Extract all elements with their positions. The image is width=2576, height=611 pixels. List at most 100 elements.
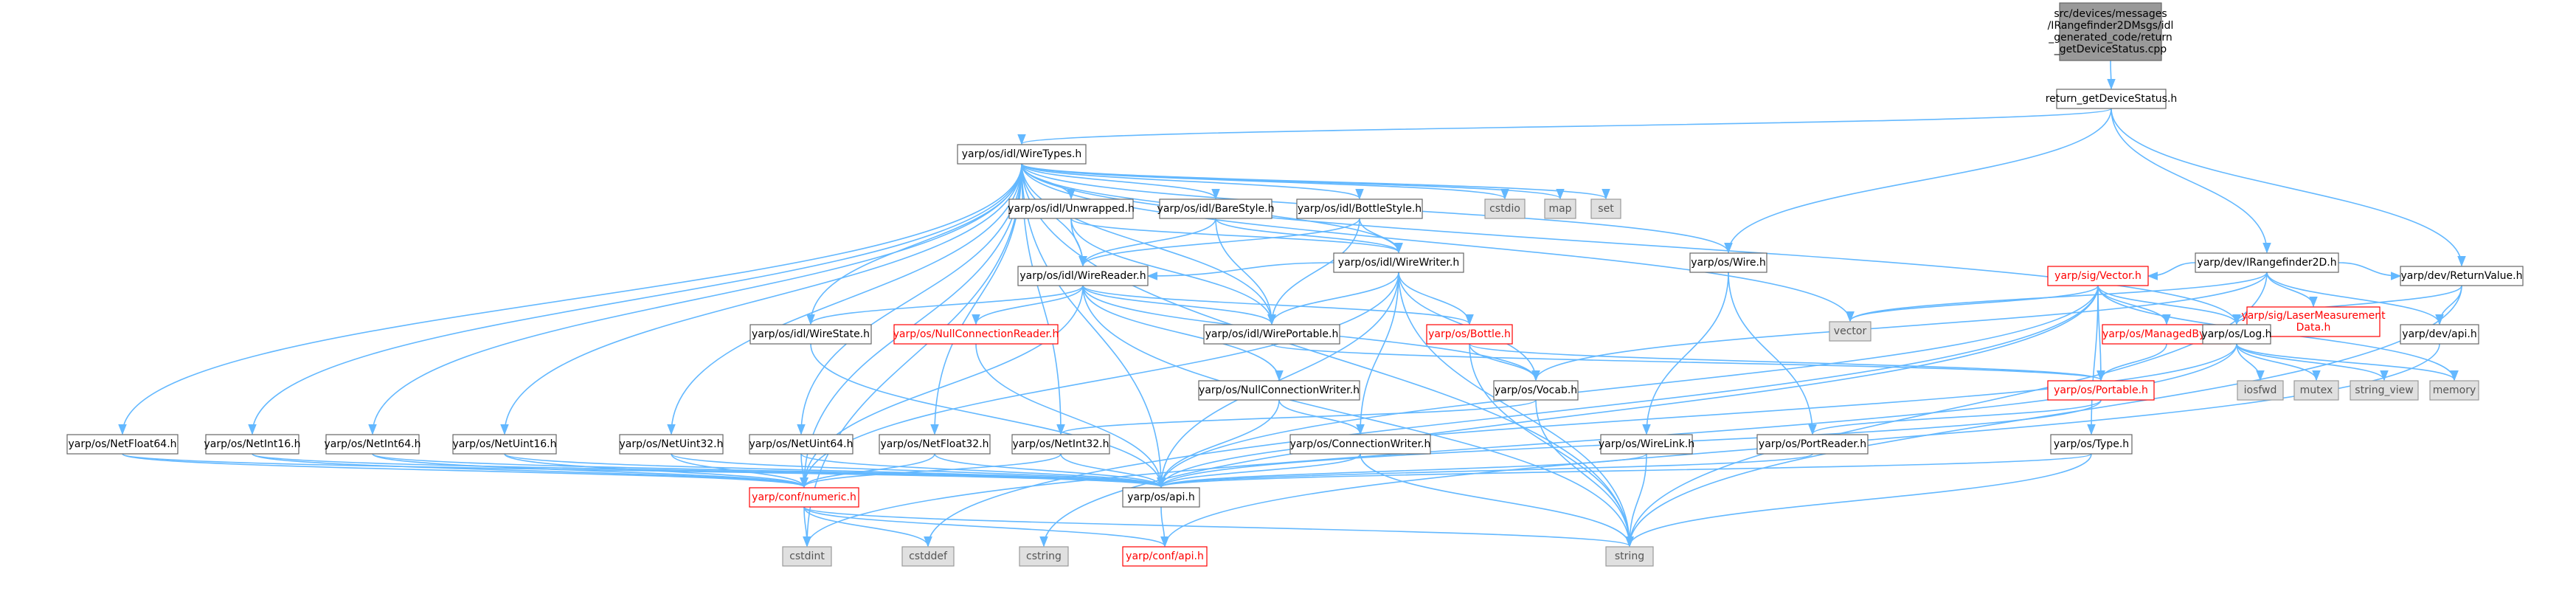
node-string_view: string_view bbox=[2350, 380, 2419, 401]
node-irange[interactable]: yarp/dev/IRangefinder2D.h bbox=[2195, 252, 2339, 273]
node-vector: vector bbox=[1829, 321, 1872, 342]
edge-wirereader-to-wirestate bbox=[806, 285, 1084, 325]
edge-wiretypes-to-netint16 bbox=[248, 163, 1022, 435]
node-netuint64[interactable]: yarp/os/NetUint64.h bbox=[749, 434, 854, 455]
edge-sigvector-to-type bbox=[2087, 285, 2099, 435]
node-box bbox=[1289, 434, 1431, 455]
edge-netint64-to-numeric bbox=[372, 453, 809, 489]
edge-wiretypes-to-netfloat64 bbox=[118, 163, 1022, 435]
node-label: /IRangefinder2DMsgs/idl bbox=[2048, 20, 2174, 32]
node-nullconnreader[interactable]: yarp/os/NullConnectionReader.h bbox=[893, 324, 1059, 345]
node-label: yarp/os/idl/Unwrapped.h bbox=[1008, 203, 1135, 215]
node-cstring: cstring bbox=[1019, 546, 1069, 567]
edge-sigvector-to-log bbox=[2097, 285, 2241, 325]
edge-wirewriter-to-bottle bbox=[1398, 272, 1474, 325]
node-label: yarp/conf/numeric.h bbox=[752, 491, 856, 503]
edge-ret-to-retval bbox=[2111, 108, 2466, 267]
node-label: return_getDeviceStatus.h bbox=[2046, 93, 2178, 105]
edge-wirewriter-to-wireportable bbox=[1267, 272, 1399, 325]
node-vocab[interactable]: yarp/os/Vocab.h bbox=[1493, 380, 1579, 401]
edge-irange-to-retval bbox=[2338, 262, 2402, 280]
node-netuint16[interactable]: yarp/os/NetUint16.h bbox=[452, 434, 557, 455]
node-ret[interactable]: return_getDeviceStatus.h bbox=[2046, 89, 2178, 109]
node-root[interactable]: src/devices/messages/IRangefinder2DMsgs/… bbox=[2048, 2, 2174, 61]
node-retval[interactable]: yarp/dev/ReturnValue.h bbox=[2400, 266, 2524, 286]
node-box bbox=[1122, 487, 1200, 508]
node-numeric[interactable]: yarp/conf/numeric.h bbox=[749, 487, 859, 508]
node-box bbox=[957, 144, 1087, 165]
node-netint16[interactable]: yarp/os/NetInt16.h bbox=[204, 434, 301, 455]
node-label: yarp/os/NetUint64.h bbox=[749, 438, 853, 450]
node-label: yarp/os/idl/WireState.h bbox=[752, 328, 870, 340]
node-nullconnwriter[interactable]: yarp/os/NullConnectionWriter.h bbox=[1198, 380, 1360, 401]
edge-nullconnreader-to-osapi bbox=[975, 343, 1166, 489]
node-osapi[interactable]: yarp/os/api.h bbox=[1122, 487, 1200, 508]
node-netint64[interactable]: yarp/os/NetInt64.h bbox=[324, 434, 421, 455]
edge-osapi-to-confapi bbox=[1160, 506, 1169, 548]
edge-unwrapped-to-wireportable bbox=[1070, 218, 1276, 325]
node-portreader[interactable]: yarp/os/PortReader.h bbox=[1756, 434, 1869, 455]
node-box bbox=[1484, 199, 1526, 219]
edge-netuint16-to-numeric bbox=[504, 453, 809, 489]
node-box bbox=[1756, 434, 1869, 455]
node-wirereader[interactable]: yarp/os/idl/WireReader.h bbox=[1017, 266, 1149, 286]
node-sigvector[interactable]: yarp/sig/Vector.h bbox=[2047, 266, 2149, 286]
node-bottle[interactable]: yarp/os/Bottle.h bbox=[1426, 324, 1513, 345]
node-unwrapped[interactable]: yarp/os/idl/Unwrapped.h bbox=[1008, 199, 1135, 219]
node-connwriter[interactable]: yarp/os/ConnectionWriter.h bbox=[1289, 434, 1431, 455]
node-label: mutex bbox=[2300, 384, 2333, 396]
edge-numeric-to-confapi bbox=[803, 506, 1169, 548]
edge-wiretypes-to-osapi bbox=[1021, 163, 1166, 489]
node-wiretypes[interactable]: yarp/os/idl/WireTypes.h bbox=[957, 144, 1087, 165]
node-barestyle[interactable]: yarp/os/idl/BareStyle.h bbox=[1157, 199, 1275, 219]
node-label: src/devices/messages bbox=[2054, 8, 2167, 20]
node-wirewriter[interactable]: yarp/os/idl/WireWriter.h bbox=[1333, 252, 1464, 273]
node-label: yarp/sig/LaserMeasurement bbox=[2241, 310, 2386, 322]
node-portable[interactable]: yarp/os/Portable.h bbox=[2047, 380, 2155, 401]
node-devapi[interactable]: yarp/dev/api.h bbox=[2400, 324, 2479, 345]
node-box bbox=[2400, 324, 2479, 345]
node-box bbox=[1590, 199, 1621, 219]
node-netint32[interactable]: yarp/os/NetInt32.h bbox=[1011, 434, 1110, 455]
node-bottlestyle[interactable]: yarp/os/idl/BottleStyle.h bbox=[1296, 199, 1423, 219]
node-type[interactable]: yarp/os/Type.h bbox=[2050, 434, 2133, 455]
node-label: yarp/os/idl/BareStyle.h bbox=[1157, 203, 1275, 215]
edge-netfloat32-to-numeric bbox=[800, 453, 935, 489]
node-label: set bbox=[1598, 203, 1614, 215]
node-box bbox=[1333, 252, 1464, 273]
node-cstddef: cstddef bbox=[901, 546, 955, 567]
edge-nullconnwriter-to-osapi bbox=[1157, 399, 1280, 489]
node-box bbox=[205, 434, 300, 455]
node-box bbox=[2050, 434, 2133, 455]
node-netuint32[interactable]: yarp/os/NetUint32.h bbox=[619, 434, 724, 455]
node-label: yarp/os/WireLink.h bbox=[1599, 438, 1694, 450]
node-map: map bbox=[1544, 199, 1576, 219]
node-wirelink[interactable]: yarp/os/WireLink.h bbox=[1599, 434, 1694, 455]
node-wirestate[interactable]: yarp/os/idl/WireState.h bbox=[749, 324, 872, 345]
node-box bbox=[2047, 266, 2149, 286]
nodes-layer: src/devices/messages/IRangefinder2DMsgs/… bbox=[66, 2, 2524, 567]
edge-numeric-to-string bbox=[803, 506, 1634, 548]
node-log[interactable]: yarp/os/Log.h bbox=[2201, 324, 2272, 345]
node-box bbox=[749, 487, 859, 508]
edge-portable-to-portreader bbox=[1808, 399, 2102, 435]
node-box bbox=[325, 434, 420, 455]
node-label: yarp/os/Bottle.h bbox=[1428, 328, 1511, 340]
node-label: yarp/sig/Vector.h bbox=[2054, 270, 2142, 282]
edge-wireportable-to-portable bbox=[1271, 343, 2105, 382]
edge-wirelink-to-osapi bbox=[1157, 453, 1647, 489]
node-wireportable[interactable]: yarp/os/idl/WirePortable.h bbox=[1203, 324, 1340, 345]
edge-barestyle-to-wirereader bbox=[1078, 218, 1216, 267]
node-label: yarp/os/Type.h bbox=[2054, 438, 2129, 450]
node-box bbox=[749, 324, 872, 345]
node-netfloat32[interactable]: yarp/os/NetFloat32.h bbox=[879, 434, 991, 455]
node-label: yarp/os/Portable.h bbox=[2054, 384, 2148, 396]
node-netfloat64[interactable]: yarp/os/NetFloat64.h bbox=[66, 434, 179, 455]
node-confapi[interactable]: yarp/conf/api.h bbox=[1122, 546, 1208, 567]
edge-netuint64-to-osapi bbox=[800, 453, 1166, 489]
node-box bbox=[619, 434, 724, 455]
edge-connwriter-to-osapi bbox=[1157, 453, 1361, 489]
edge-bottlestyle-to-wirewriter bbox=[1359, 218, 1403, 254]
node-box bbox=[1426, 324, 1513, 345]
node-wire[interactable]: yarp/os/Wire.h bbox=[1689, 252, 1767, 273]
